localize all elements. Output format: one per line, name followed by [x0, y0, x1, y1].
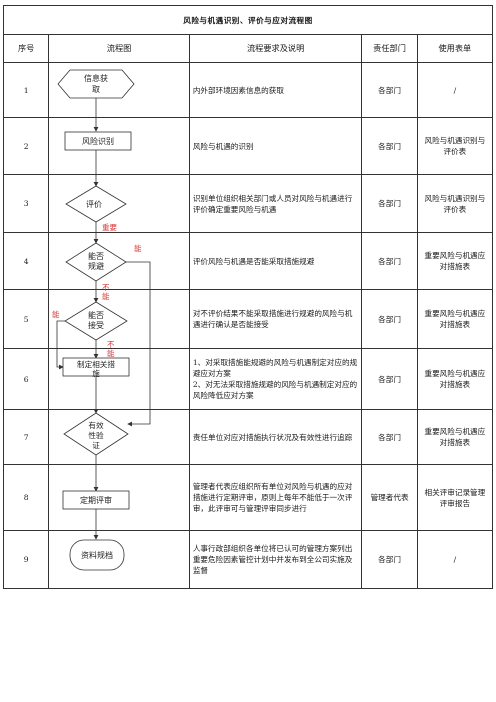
table-row: 6 1、对采取措施能规避的风险与机遇制定对应的规避应对方案 2、对无法采取措施规… — [2, 348, 494, 410]
row-desc: 人事行政部组织各单位将已认可的管理方案列出重要危险因素管控计划中并发布到全公司实… — [188, 530, 363, 589]
row-form: 风险与机遇识别与评价表 — [416, 117, 494, 175]
row-dept: 各部门 — [361, 289, 418, 349]
table-row: 3 识别单位组织相关部门或人员对风险与机遇进行评价确定重要风险与机遇 各部门 风… — [2, 174, 494, 233]
row-dept: 各部门 — [361, 62, 418, 118]
row-no: 3 — [2, 174, 50, 233]
row-desc: 1、对采取措施能规避的风险与机遇制定对应的规避应对方案 2、对无法采取措施规避的… — [188, 348, 363, 410]
flow-cell — [48, 289, 190, 349]
table-row: 8 管理者代表应组织所有单位对风险与机遇的应对措施进行定期评审，原则上每年不能低… — [2, 464, 494, 531]
flow-cell — [48, 62, 190, 118]
header-no: 序号 — [2, 34, 50, 63]
row-no: 1 — [2, 62, 50, 118]
flow-cell — [48, 409, 190, 465]
row-dept: 各部门 — [361, 530, 418, 589]
row-dept: 各部门 — [361, 174, 418, 233]
flow-cell — [48, 232, 190, 290]
row-dept: 管理者代表 — [361, 464, 418, 531]
desc-line-2: 2、对无法采取措施规避的风险与机遇制定对应的风险降低应对方案 — [192, 380, 358, 400]
flow-cell — [48, 348, 190, 410]
row-dept: 各部门 — [361, 232, 418, 290]
row-no: 5 — [2, 289, 50, 349]
header-form: 使用表单 — [416, 34, 494, 63]
row-desc: 责任单位对应对措施执行状况及有效性进行追踪 — [188, 409, 363, 465]
table-row: 5 对不评价结果不能采取措施进行规避的风险与机遇进行确认是否能接受 各部门 重要… — [2, 289, 494, 349]
flow-cell — [48, 464, 190, 531]
row-no: 4 — [2, 232, 50, 290]
row-form: 重要风险与机遇应对措施表 — [416, 232, 494, 290]
row-no: 9 — [2, 530, 50, 589]
row-form: 风险与机遇识别与评价表 — [416, 174, 494, 233]
table-row: 4 评价风险与机遇是否能采取措施规避 各部门 重要风险与机遇应对措施表 — [2, 232, 494, 290]
flow-cell — [48, 174, 190, 233]
row-form: 重要风险与机遇应对措施表 — [416, 348, 494, 410]
row-form: 相关评审记录管理评审报告 — [416, 464, 494, 531]
desc-line-1: 1、对采取措施能规避的风险与机遇制定对应的规避应对方案 — [192, 358, 358, 378]
process-table: 风险与机遇识别、评价与应对流程图 序号 流程图 流程要求及说明 责任部门 使用表… — [2, 5, 494, 589]
row-desc: 识别单位组织相关部门或人员对风险与机遇进行评价确定重要风险与机遇 — [188, 174, 363, 233]
row-dept: 各部门 — [361, 409, 418, 465]
row-desc: 评价风险与机遇是否能采取措施规避 — [188, 232, 363, 290]
row-form: 重要风险与机遇应对措施表 — [416, 409, 494, 465]
row-no: 6 — [2, 348, 50, 410]
row-desc: 内外部环境因素信息的获取 — [188, 62, 363, 118]
header-desc: 流程要求及说明 — [188, 34, 363, 63]
table-row: 9 人事行政部组织各单位将已认可的管理方案列出重要危险因素管控计划中并发布到全公… — [2, 530, 494, 589]
page-title: 风险与机遇识别、评价与应对流程图 — [3, 5, 493, 35]
row-dept: 各部门 — [361, 117, 418, 175]
table-row: 7 责任单位对应对措施执行状况及有效性进行追踪 各部门 重要风险与机遇应对措施表 — [2, 409, 494, 465]
flow-cell — [48, 530, 190, 589]
table-row: 1 内外部环境因素信息的获取 各部门 / — [2, 62, 494, 118]
flow-cell — [48, 117, 190, 175]
row-no: 2 — [2, 117, 50, 175]
row-form: / — [416, 62, 494, 118]
row-desc: 对不评价结果不能采取措施进行规避的风险与机遇进行确认是否能接受 — [188, 289, 363, 349]
row-dept: 各部门 — [361, 348, 418, 410]
row-desc: 风险与机遇的识别 — [188, 117, 363, 175]
header-dept: 责任部门 — [361, 34, 418, 63]
table-header: 序号 流程图 流程要求及说明 责任部门 使用表单 — [2, 34, 494, 63]
row-no: 8 — [2, 464, 50, 531]
header-flow: 流程图 — [48, 34, 190, 63]
row-form: / — [416, 530, 494, 589]
row-form: 重要风险与机遇应对措施表 — [416, 289, 494, 349]
table-row: 2 风险与机遇的识别 各部门 风险与机遇识别与评价表 — [2, 117, 494, 175]
row-no: 7 — [2, 409, 50, 465]
row-desc: 管理者代表应组织所有单位对风险与机遇的应对措施进行定期评审，原则上每年不能低于一… — [188, 464, 363, 531]
